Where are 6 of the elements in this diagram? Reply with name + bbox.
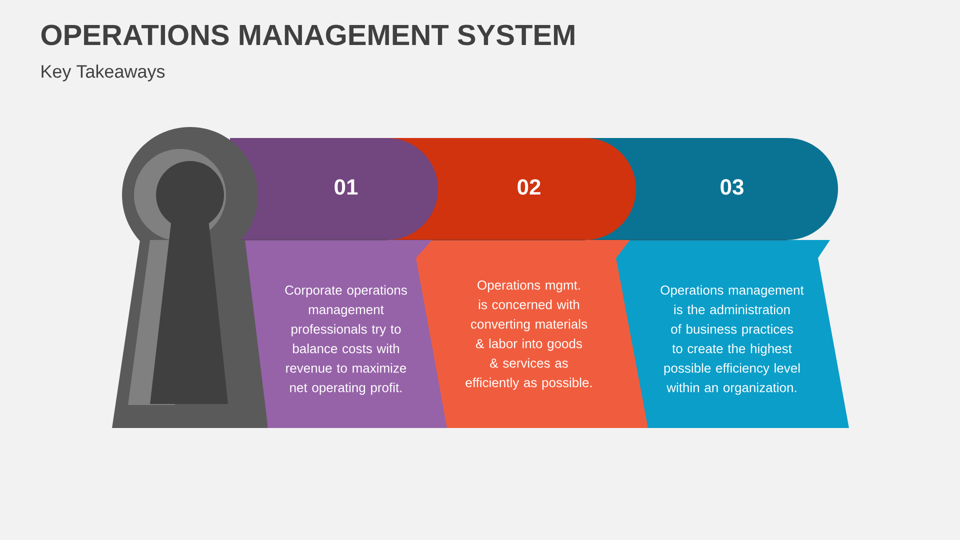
subtitle: Key Takeaways	[42, 64, 165, 82]
node-label: 02	[518, 179, 540, 195]
node-label: 01	[334, 179, 358, 195]
keyhole-panel: 01 Corporate operations management professionals try to balance costs with revenue to maximize net operating profit.	[230, 138, 447, 428]
node-label: 03	[720, 179, 744, 195]
title: OPERATIONS MANAGEMENT SYSTEM	[41, 24, 574, 46]
